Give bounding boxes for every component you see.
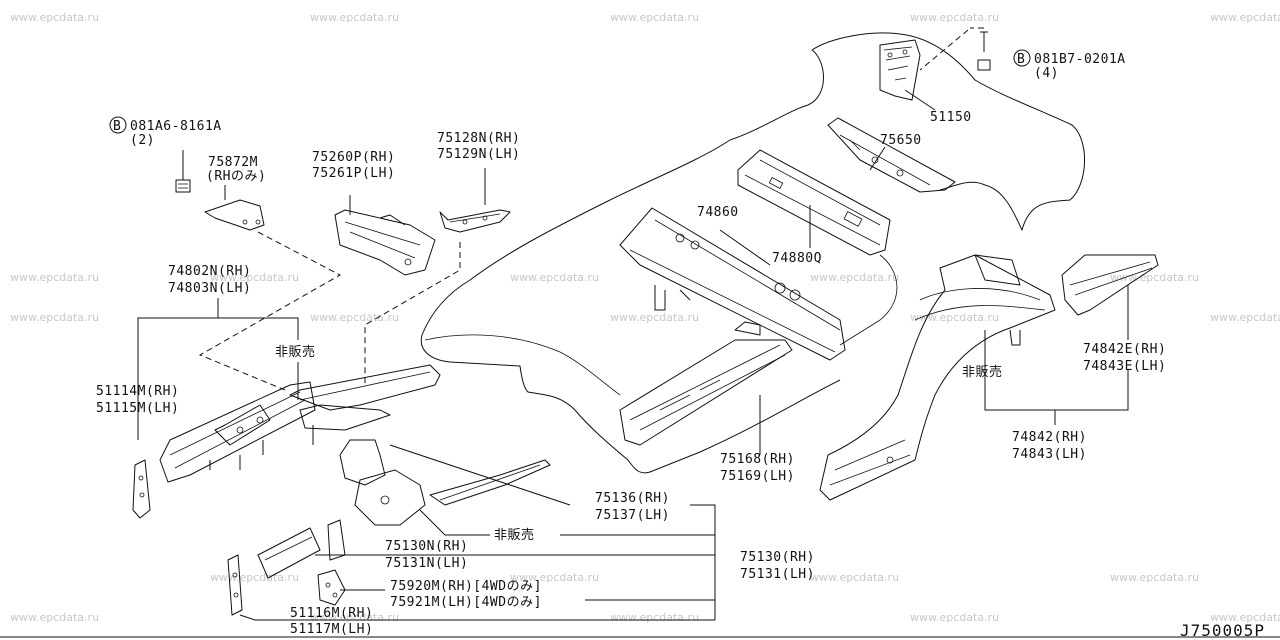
part-75128n [439,168,511,233]
label-75131n: 75131N(LH) [385,556,468,571]
watermark: www.epcdata.ru [1110,271,1199,284]
watermark: www.epcdata.ru [10,311,99,324]
watermark: www.epcdata.ru [810,271,899,284]
assembly-dash-lines [198,231,461,391]
label-74843e: 74843E(LH) [1083,359,1166,374]
diagram-code: J750005P [1180,621,1265,640]
label-75129n: 75129N(LH) [437,147,520,162]
watermark: www.epcdata.ru [1210,11,1280,24]
label-75921m: 75921M(LH)[4WDのみ] [390,595,542,610]
label-not-for-sale: 非販売 [494,527,535,543]
b-symbol: B [113,119,121,134]
label-51116m: 51116M(RH) [290,606,373,621]
part-75168 [619,321,793,455]
part-74842e [1061,254,1159,316]
b-symbol: B [1017,52,1025,67]
label-bolt-left-qty: (2) [130,133,155,148]
part-74802n [289,364,441,431]
label-51117m: 51117M(LH) [290,622,373,637]
watermark: www.epcdata.ru [910,611,999,624]
watermark: www.epcdata.ru [1110,571,1199,584]
label-75130n: 75130N(RH) [385,539,468,554]
watermark: www.epcdata.ru [810,571,899,584]
label-not-for-sale: 非販売 [962,364,1003,380]
part-74842 [819,254,1056,501]
label-74802n: 74802N(RH) [168,264,251,279]
leader-lines [137,195,1129,621]
label-not-for-sale: 非販売 [275,344,316,360]
watermark: www.epcdata.ru [210,571,299,584]
part-51114m [132,381,316,519]
watermark: www.epcdata.ru [610,611,699,624]
part-75872m [204,185,265,231]
label-75130: 75130(RH) [740,550,815,565]
label-75261p: 75261P(LH) [312,166,395,181]
label-74843: 74843(LH) [1012,447,1087,462]
watermark: www.epcdata.ru [510,271,599,284]
watermark: www.epcdata.ru [10,11,99,24]
watermark: www.epcdata.ru [610,11,699,24]
label-51114m: 51114M(RH) [96,384,179,399]
label-75260p: 75260P(RH) [312,150,395,165]
part-74860 [619,207,846,361]
part-75260p [334,209,436,276]
part-labels: 081A6-8161A (2) 75872M (RHのみ) 75260P(RH)… [96,52,1166,637]
watermark: www.epcdata.ru [310,311,399,324]
watermark: www.epcdata.ru [910,11,999,24]
watermark: www.epcdata.ru [610,311,699,324]
label-75872m-note: (RHのみ) [206,169,266,184]
label-74803n: 74803N(LH) [168,281,251,296]
part-51116m [227,554,243,616]
label-bolt-left: 081A6-8161A [130,119,222,134]
watermark: www.epcdata.ru [1210,311,1280,324]
part-75920m [317,569,346,606]
watermark: www.epcdata.ru [310,611,399,624]
part-51150 [879,39,936,111]
label-74880q: 74880Q [772,251,822,266]
watermark: www.epcdata.ru [10,611,99,624]
part-75136 [339,439,551,506]
watermark: www.epcdata.ru [310,11,399,24]
part-75650 [827,117,956,193]
label-75650: 75650 [880,133,922,148]
label-74842e: 74842E(RH) [1083,342,1166,357]
label-74860: 74860 [697,205,739,220]
part-74880q [737,149,891,256]
watermark: www.epcdata.ru [1210,611,1280,624]
label-74842: 74842(RH) [1012,430,1087,445]
watermark: www.epcdata.ru [510,571,599,584]
label-75169: 75169(LH) [720,469,795,484]
label-75168: 75168(RH) [720,452,795,467]
label-51150: 51150 [930,110,972,125]
label-51115m: 51115M(LH) [96,401,179,416]
watermark: www.epcdata.ru [210,271,299,284]
label-75137: 75137(LH) [595,508,670,523]
watermark: www.epcdata.ru [910,311,999,324]
floor-panel-outline [420,32,1085,474]
label-75136: 75136(RH) [595,491,670,506]
bolt-symbol-right: B [1013,49,1031,67]
label-bolt-right: 081B7-0201A [1034,52,1126,67]
bolt-left [175,150,191,193]
label-bolt-right-qty: (4) [1034,66,1059,81]
bolt-right [919,27,991,71]
bolt-symbol-left: B [109,116,127,134]
label-75872m: 75872M [208,155,258,170]
watermarks: www.epcdata.ru www.epcdata.ru www.epcdat… [10,11,1280,624]
watermark: www.epcdata.ru [10,271,99,284]
label-75920m: 75920M(RH)[4WDのみ] [390,579,542,594]
label-75131: 75131(LH) [740,567,815,582]
label-75128n: 75128N(RH) [437,131,520,146]
